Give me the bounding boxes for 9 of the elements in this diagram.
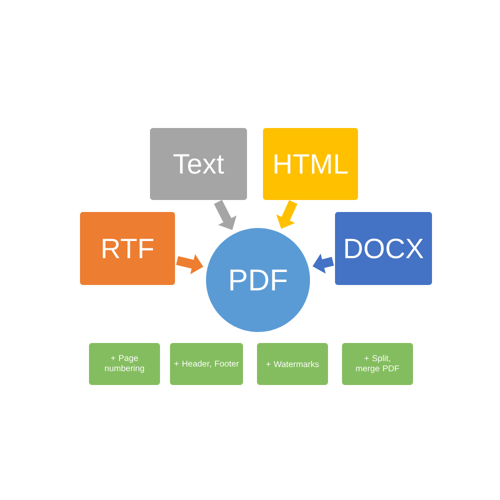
feature-box: + Watermarks xyxy=(257,343,328,385)
feature-box: + Split, merge PDF xyxy=(342,343,413,385)
format-box: HTML xyxy=(263,128,358,200)
format-box: RTF xyxy=(80,212,175,285)
block-arrow xyxy=(214,200,237,230)
feature-box: + Page numbering xyxy=(89,343,160,385)
format-box: DOCX xyxy=(335,212,432,285)
feature-box: + Header, Footer xyxy=(170,343,243,385)
format-box: Text xyxy=(150,128,247,200)
